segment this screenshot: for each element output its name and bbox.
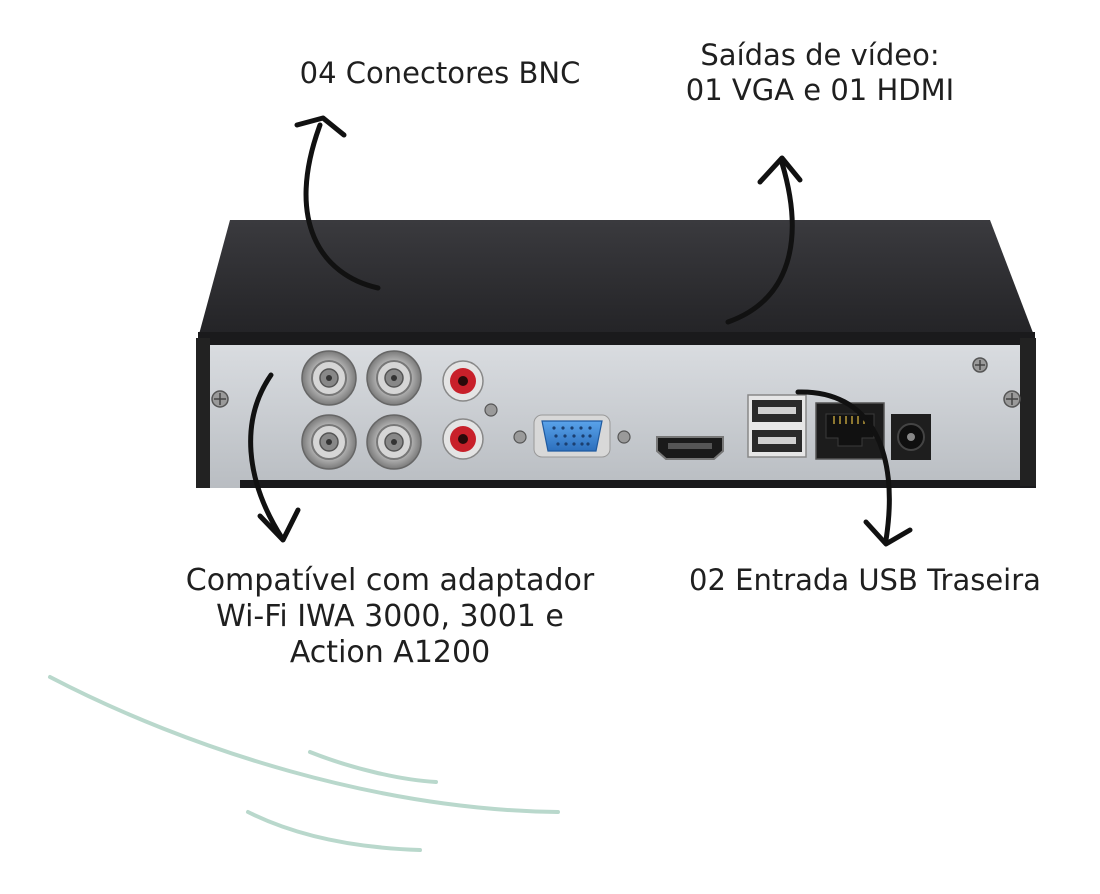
screw-icon <box>211 357 1021 417</box>
hdmi-port-icon <box>656 436 724 460</box>
callout-wifi-line-1: Compatível com adaptador <box>185 563 595 598</box>
callout-usb-inputs: 02 Entrada USB Traseira <box>660 563 1070 598</box>
callout-video-line-1: Saídas de vídeo: <box>700 38 940 72</box>
callout-wifi-line-3: Action A1200 <box>289 635 491 670</box>
dc-power-jack-icon <box>891 414 931 460</box>
callout-usb-text: 02 Entrada USB Traseira <box>689 563 1041 597</box>
curved-arrow-icon <box>248 115 913 547</box>
callout-video-outputs: Saídas de vídeo: 01 VGA e 01 HDMI <box>640 38 1000 108</box>
callout-bnc-text: 04 Conectores BNC <box>299 56 581 90</box>
callout-wifi-line-2: Wi-Fi IWA 3000, 3001 e <box>216 599 564 634</box>
decorative-lines <box>48 675 560 852</box>
callout-video-line-2: 01 VGA e 01 HDMI <box>685 72 955 107</box>
callout-bnc-connectors: 04 Conectores BNC <box>240 56 640 91</box>
rca-jack-icon <box>442 360 484 460</box>
bnc-connector-icon <box>301 350 422 470</box>
vga-port-icon <box>513 414 631 458</box>
callout-wifi-compat: Compatível com adaptador Wi-Fi IWA 3000,… <box>130 563 650 671</box>
usb-port-icon <box>747 394 807 458</box>
